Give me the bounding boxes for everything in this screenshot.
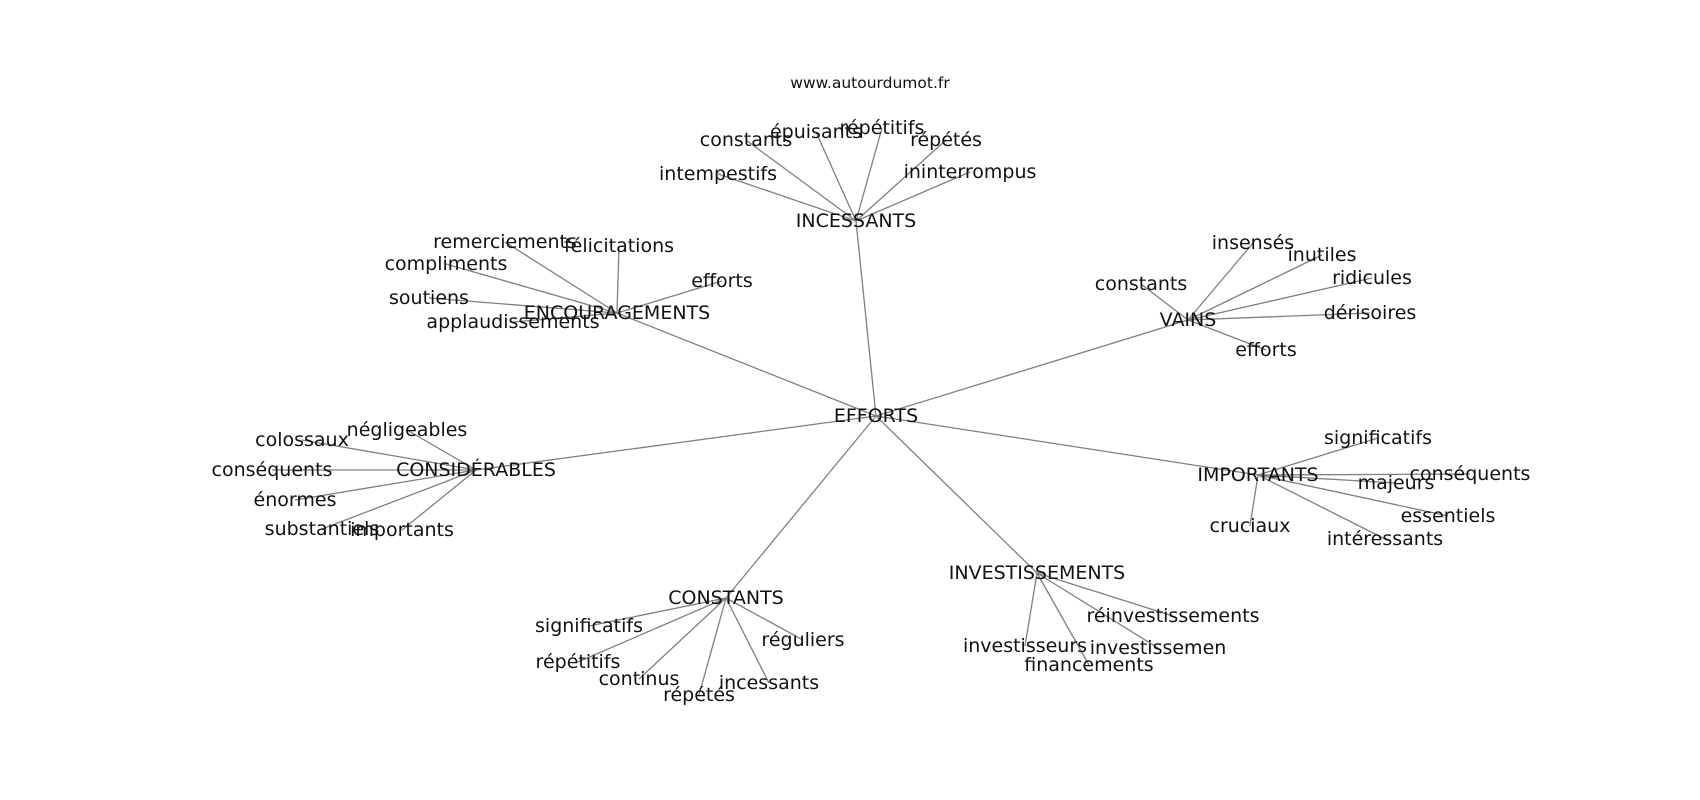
- leaf-node: intéressants: [1327, 528, 1443, 550]
- leaf-node: investisseurs: [963, 635, 1087, 657]
- hub-node: CONSTANTS: [668, 587, 784, 609]
- leaf-node: répétés: [663, 684, 735, 706]
- edge-hub-leaf: [406, 429, 477, 471]
- edge-center-hub: [875, 319, 1189, 417]
- leaf-node: inutiles: [1288, 244, 1357, 266]
- leaf-node: significatifs: [1324, 427, 1432, 449]
- leaf-node: soutiens: [389, 287, 469, 309]
- leaf-node: applaudissements: [426, 311, 599, 333]
- leaf-node: félicitations: [564, 235, 674, 257]
- edge-hub-leaf: [717, 173, 857, 222]
- center-node: EFFORTS: [834, 405, 918, 427]
- edge-hub-leaf: [1257, 437, 1379, 476]
- leaf-node: incessants: [719, 672, 819, 694]
- leaf-node: ridicules: [1332, 267, 1412, 289]
- hub-node: INCESSANTS: [796, 210, 916, 232]
- edge-hub-leaf: [401, 469, 477, 531]
- leaf-node: remerciements: [433, 231, 577, 253]
- edges: [272, 127, 1471, 696]
- edge-hub-leaf: [1187, 277, 1373, 321]
- edge-hub-leaf: [855, 139, 947, 222]
- leaf-node: financements: [1024, 654, 1153, 676]
- edge-hub-leaf: [1140, 283, 1189, 321]
- edge-hub-leaf: [301, 439, 477, 471]
- edge-hub-leaf: [616, 280, 723, 314]
- edge-hub-leaf: [616, 245, 620, 314]
- leaf-node: dérisoires: [1324, 302, 1417, 324]
- leaf-node: répétés: [910, 129, 982, 151]
- source-label: www.autourdumot.fr: [790, 74, 950, 92]
- hub-node: VAINS: [1160, 309, 1217, 331]
- leaf-node: cruciaux: [1210, 515, 1291, 537]
- hub-node: INVESTISSEMENTS: [949, 562, 1126, 584]
- hub-node: ENCOURAGEMENTS: [524, 302, 710, 324]
- edge-hub-leaf: [1187, 254, 1323, 321]
- edge-hub-leaf: [698, 597, 727, 696]
- edge-hub-leaf: [577, 597, 727, 663]
- edge-hub-leaf: [512, 312, 618, 323]
- edge-hub-leaf: [815, 131, 857, 222]
- edge-hub-leaf: [588, 597, 727, 627]
- edge-center-hub: [616, 312, 877, 417]
- leaf-node: compliments: [385, 253, 508, 275]
- leaf-node: énormes: [254, 489, 337, 511]
- edge-hub-leaf: [745, 139, 857, 222]
- hub-node: CONSIDÉRABLES: [396, 458, 556, 481]
- leaf-node: efforts: [691, 270, 753, 292]
- edge-center-hub: [475, 415, 877, 471]
- leaf-node: investissemen: [1090, 637, 1227, 659]
- leaf-node: substantiels: [265, 518, 380, 540]
- edge-hub-leaf: [1036, 572, 1159, 649]
- edge-center-hub: [875, 415, 1259, 476]
- edge-hub-leaf: [855, 171, 971, 222]
- edge-hub-leaf: [294, 469, 477, 501]
- edge-hub-leaf: [1036, 572, 1174, 617]
- leaf-node: colossaux: [255, 429, 349, 451]
- leaf-node: réguliers: [761, 629, 844, 651]
- leaf-node: essentiels: [1401, 505, 1496, 527]
- edge-hub-leaf: [321, 469, 477, 530]
- leaf-node: efforts: [1235, 339, 1297, 361]
- edge-hub-leaf: [1187, 312, 1371, 321]
- edge-hub-leaf: [725, 597, 770, 684]
- leaf-node: conséquents: [212, 459, 333, 481]
- edge-hub-leaf: [1257, 474, 1397, 484]
- leaf-node: conséquents: [1410, 463, 1531, 485]
- edge-hub-leaf: [1187, 242, 1254, 321]
- edge-hub-leaf: [725, 597, 804, 641]
- leaf-node: répétitifs: [536, 651, 621, 673]
- leaf-node: épuisants: [770, 121, 862, 143]
- hub-node: IMPORTANTS: [1197, 464, 1318, 486]
- edge-hub-leaf: [1024, 572, 1038, 647]
- leaf-node: constants: [700, 129, 793, 151]
- edge-hub-leaf: [1036, 572, 1090, 666]
- edge-hub-leaf: [855, 127, 883, 222]
- edge-hub-leaf: [445, 263, 618, 314]
- edge-hub-leaf: [1257, 474, 1386, 540]
- edge-hub-leaf: [638, 597, 727, 680]
- edge-center-hub: [725, 415, 877, 599]
- edge-hub-leaf: [504, 241, 618, 314]
- leaf-node: constants: [1095, 273, 1188, 295]
- leaf-node: majeurs: [1358, 472, 1435, 494]
- leaf-node: négligeables: [347, 419, 468, 441]
- edge-hub-leaf: [1257, 473, 1471, 476]
- labels: EFFORTSINCESSANTSconstantsépuisantsrépét…: [212, 117, 1531, 706]
- leaf-node: ininterrompus: [904, 161, 1037, 183]
- edge-center-hub: [875, 415, 1038, 574]
- leaf-node: insensés: [1212, 232, 1294, 254]
- edge-hub-leaf: [428, 297, 618, 314]
- edge-hub-leaf: [1249, 474, 1259, 527]
- leaf-node: importants: [350, 519, 454, 541]
- leaf-node: répétitifs: [840, 117, 925, 139]
- leaf-node: réinvestissements: [1086, 605, 1259, 627]
- edge-center-hub: [855, 220, 877, 417]
- leaf-node: continus: [599, 668, 680, 690]
- edge-hub-leaf: [1187, 319, 1267, 351]
- edge-hub-leaf: [1257, 474, 1449, 517]
- leaf-node: significatifs: [535, 615, 643, 637]
- leaf-node: intempestifs: [659, 163, 777, 185]
